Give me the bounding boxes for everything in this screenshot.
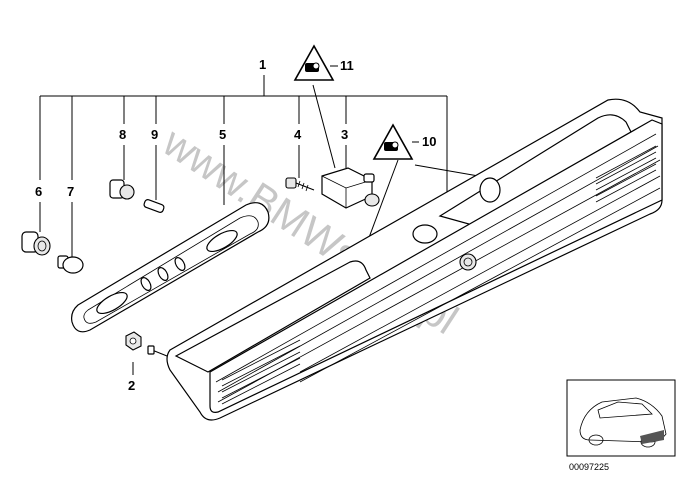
warning-triangle-bulb-icon (372, 123, 414, 160)
trunk-lock-icon (459, 253, 477, 271)
reference-number: 00097225 (569, 462, 609, 472)
callout-3: 3 (341, 127, 348, 142)
callout-4: 4 (294, 127, 302, 142)
part-6-bulb-socket (21, 231, 51, 256)
callout-5: 5 (219, 127, 226, 142)
warning-triangle-bulb-icon (293, 44, 335, 81)
callout-2: 2 (128, 378, 135, 393)
callout-6: 6 (35, 184, 42, 199)
lens-grille-right (595, 145, 657, 203)
part-2-nut (125, 331, 173, 359)
part-5-gasket (71, 202, 270, 333)
callout-11: 11 (340, 58, 354, 73)
callout-1: 1 (259, 57, 266, 72)
callout-7: 7 (67, 184, 74, 199)
callout-10: 10 (422, 134, 436, 149)
callout-9: 9 (151, 127, 158, 142)
tail-light-assembly (166, 98, 663, 421)
part-8-bulb-holder (109, 179, 135, 200)
callout-8: 8 (119, 127, 126, 142)
part-9-small-bulb (143, 199, 165, 213)
part-3-bulb-carrier (321, 167, 380, 209)
lens-grille-left (221, 339, 301, 405)
part-7-bulb (57, 255, 84, 274)
car-thumbnail-icon (566, 379, 676, 457)
part-4-screw (285, 177, 315, 192)
